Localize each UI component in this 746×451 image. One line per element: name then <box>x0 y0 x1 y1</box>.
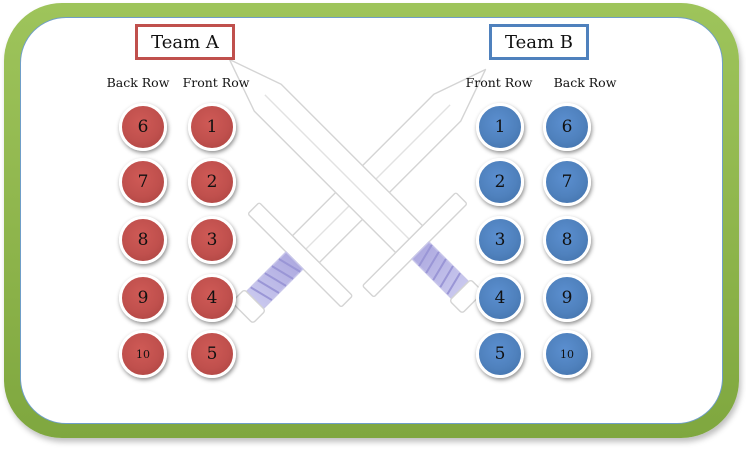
team-a-front-row-player-4[interactable]: 4 <box>188 274 236 322</box>
team-b-back-row-player-6[interactable]: 6 <box>543 103 591 151</box>
team-b-front-row-player-1[interactable]: 1 <box>476 103 524 151</box>
team-b-back-row-player-9[interactable]: 9 <box>543 274 591 322</box>
team-a-label: Team A <box>135 24 235 60</box>
team-a-back-row-player-9[interactable]: 9 <box>119 274 167 322</box>
team-b-front-row-player-4[interactable]: 4 <box>476 274 524 322</box>
team-b-back-row-player-10[interactable]: 10 <box>543 330 591 378</box>
team-b-label: Team B <box>489 24 589 60</box>
team-a-back-row-player-6[interactable]: 6 <box>119 103 167 151</box>
team-a-back-row-player-7[interactable]: 7 <box>119 158 167 206</box>
team-b-front-row-player-5[interactable]: 5 <box>476 330 524 378</box>
team-b-front-row-player-2[interactable]: 2 <box>476 158 524 206</box>
team-a-front-row-label: Front Row <box>182 75 250 90</box>
team-a-back-row-label: Back Row <box>106 75 170 90</box>
field-border <box>4 3 739 438</box>
team-b-back-row-player-8[interactable]: 8 <box>543 216 591 264</box>
team-a-front-row-player-2[interactable]: 2 <box>188 158 236 206</box>
team-b-front-row-label: Front Row <box>465 75 533 90</box>
team-a-front-row-player-5[interactable]: 5 <box>188 330 236 378</box>
team-b-front-row-player-3[interactable]: 3 <box>476 216 524 264</box>
team-b-back-row-player-7[interactable]: 7 <box>543 158 591 206</box>
team-b-back-row-label: Back Row <box>553 75 617 90</box>
team-a-front-row-player-3[interactable]: 3 <box>188 216 236 264</box>
team-a-front-row-player-1[interactable]: 1 <box>188 103 236 151</box>
team-a-back-row-player-10[interactable]: 10 <box>119 330 167 378</box>
team-a-back-row-player-8[interactable]: 8 <box>119 216 167 264</box>
